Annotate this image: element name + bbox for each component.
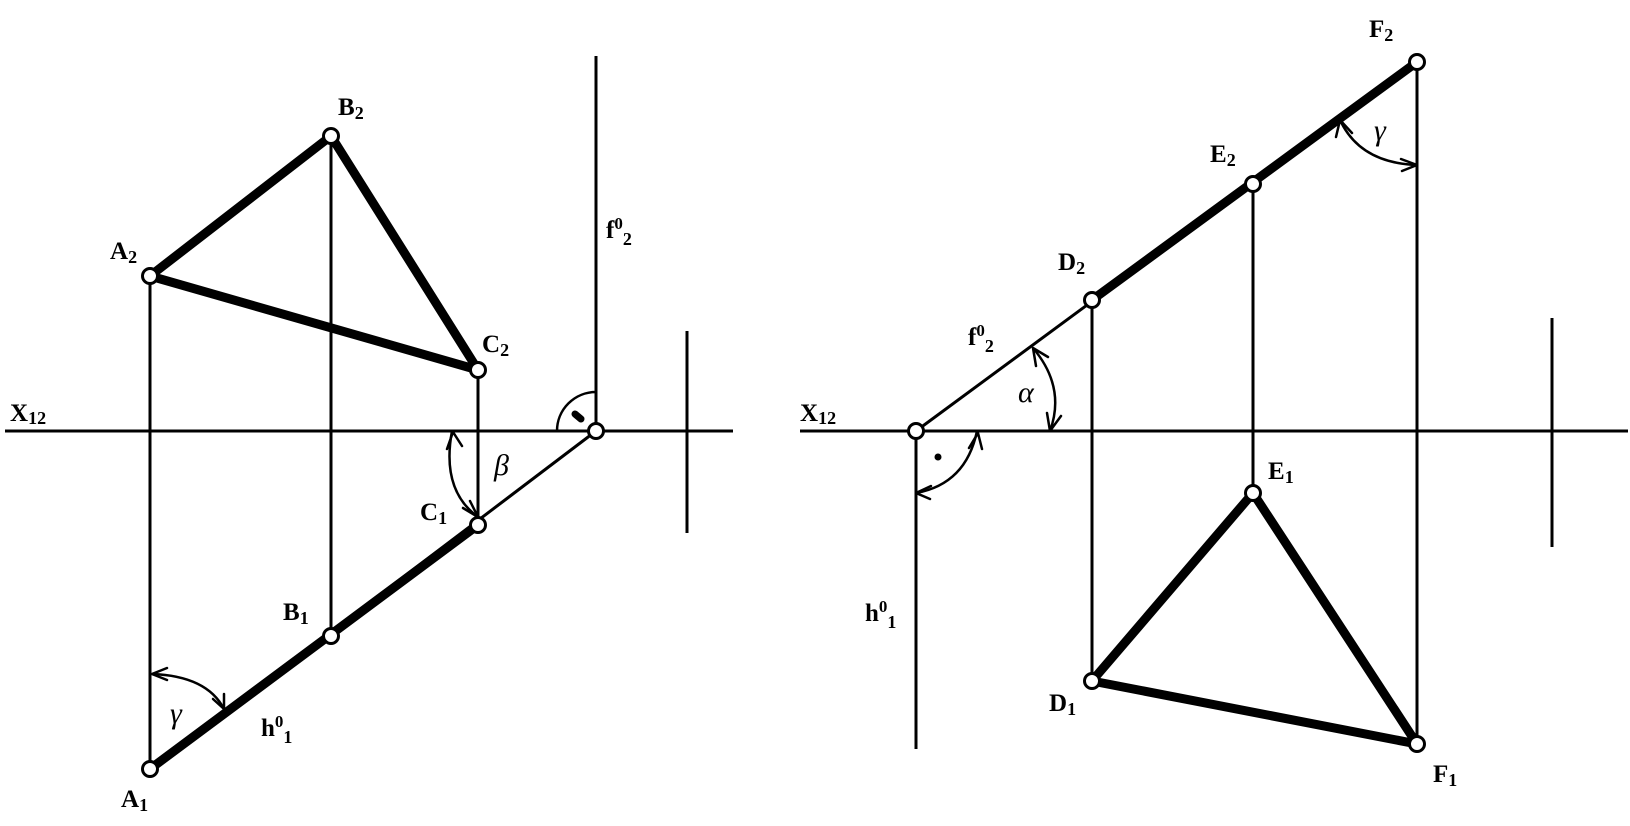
left-label-b1: B1 <box>283 599 309 628</box>
left-diagram: X12 f02 h01 β γ A2 B2 C2 C1 B1 A1 <box>5 56 733 815</box>
left-label-a2: A2 <box>110 238 137 267</box>
right-point-d1 <box>1083 672 1101 690</box>
left-beta-arrow-top <box>445 430 464 451</box>
right-label-e2: E2 <box>1210 141 1236 170</box>
left-edge-a2-c2 <box>145 271 483 375</box>
left-beta-label: β <box>493 449 509 482</box>
left-gamma-arc <box>151 672 226 710</box>
right-alpha-arc <box>1032 347 1057 432</box>
right-h-trace-label: h01 <box>865 597 896 632</box>
right-edge-d1-f1 <box>1087 676 1422 749</box>
right-point-f1 <box>1408 735 1426 753</box>
right-right-angle-arc <box>915 430 979 495</box>
left-point-c2 <box>469 361 487 379</box>
left-label-a1: A1 <box>121 786 148 815</box>
left-point-b1 <box>322 627 340 645</box>
right-point-e1 <box>1244 484 1262 502</box>
right-right-angle-dot <box>934 453 942 461</box>
left-point-b2 <box>322 127 340 145</box>
right-right-angle-arrow-top <box>967 431 984 451</box>
right-gamma-label: γ <box>1374 114 1387 147</box>
left-gamma-arrow-left <box>150 666 169 682</box>
right-axis-label: X12 <box>800 400 836 428</box>
left-point-a2 <box>141 267 159 285</box>
left-beta-arc <box>448 430 479 519</box>
left-edge-b2-c2 <box>326 131 483 375</box>
right-diagram: X12 f02 h01 α γ D2 E2 F2 E1 D1 F1 <box>800 16 1628 790</box>
left-point-c1 <box>469 516 487 534</box>
right-gamma-arrow-right <box>1399 157 1419 173</box>
right-alpha-arrow-top <box>1031 346 1050 368</box>
right-gamma-arc <box>1338 119 1418 167</box>
left-edge-a1-c1 <box>145 520 483 774</box>
right-label-f1: F1 <box>1433 761 1457 790</box>
right-label-d2: D2 <box>1058 249 1085 278</box>
right-alpha-arrow-bottom <box>1045 411 1063 433</box>
left-f-trace-label: f02 <box>606 214 632 249</box>
left-h-trace-label: h01 <box>261 712 292 747</box>
right-gamma-arrow-top <box>1334 118 1354 139</box>
right-point-trace-vanishing <box>907 422 925 440</box>
right-label-e1: E1 <box>1268 458 1294 487</box>
right-edge-e1-f1 <box>1248 488 1422 749</box>
right-label-f2: F2 <box>1369 16 1393 45</box>
right-edge-d1-e1 <box>1087 488 1258 686</box>
right-f-trace-label: f02 <box>968 321 994 356</box>
left-label-c1: C1 <box>420 499 447 528</box>
right-point-d2 <box>1083 291 1101 309</box>
left-label-b2: B2 <box>338 94 364 123</box>
left-axis-label: X12 <box>10 400 46 428</box>
left-point-a1 <box>141 760 159 778</box>
left-gamma-label: γ <box>170 697 183 730</box>
right-right-angle-arrow-bottom <box>914 484 933 501</box>
left-right-angle-arc <box>555 390 597 432</box>
right-alpha-label: α <box>1018 376 1035 409</box>
left-label-c2: C2 <box>482 331 509 360</box>
right-point-e2 <box>1244 175 1262 193</box>
left-gamma-arrow-right <box>211 692 226 711</box>
right-point-f2 <box>1408 53 1426 71</box>
left-edge-a2-b2 <box>145 131 336 281</box>
left-point-trace-vanishing <box>587 422 605 440</box>
left-right-angle-dot <box>571 410 585 423</box>
right-label-d1: D1 <box>1049 690 1076 719</box>
